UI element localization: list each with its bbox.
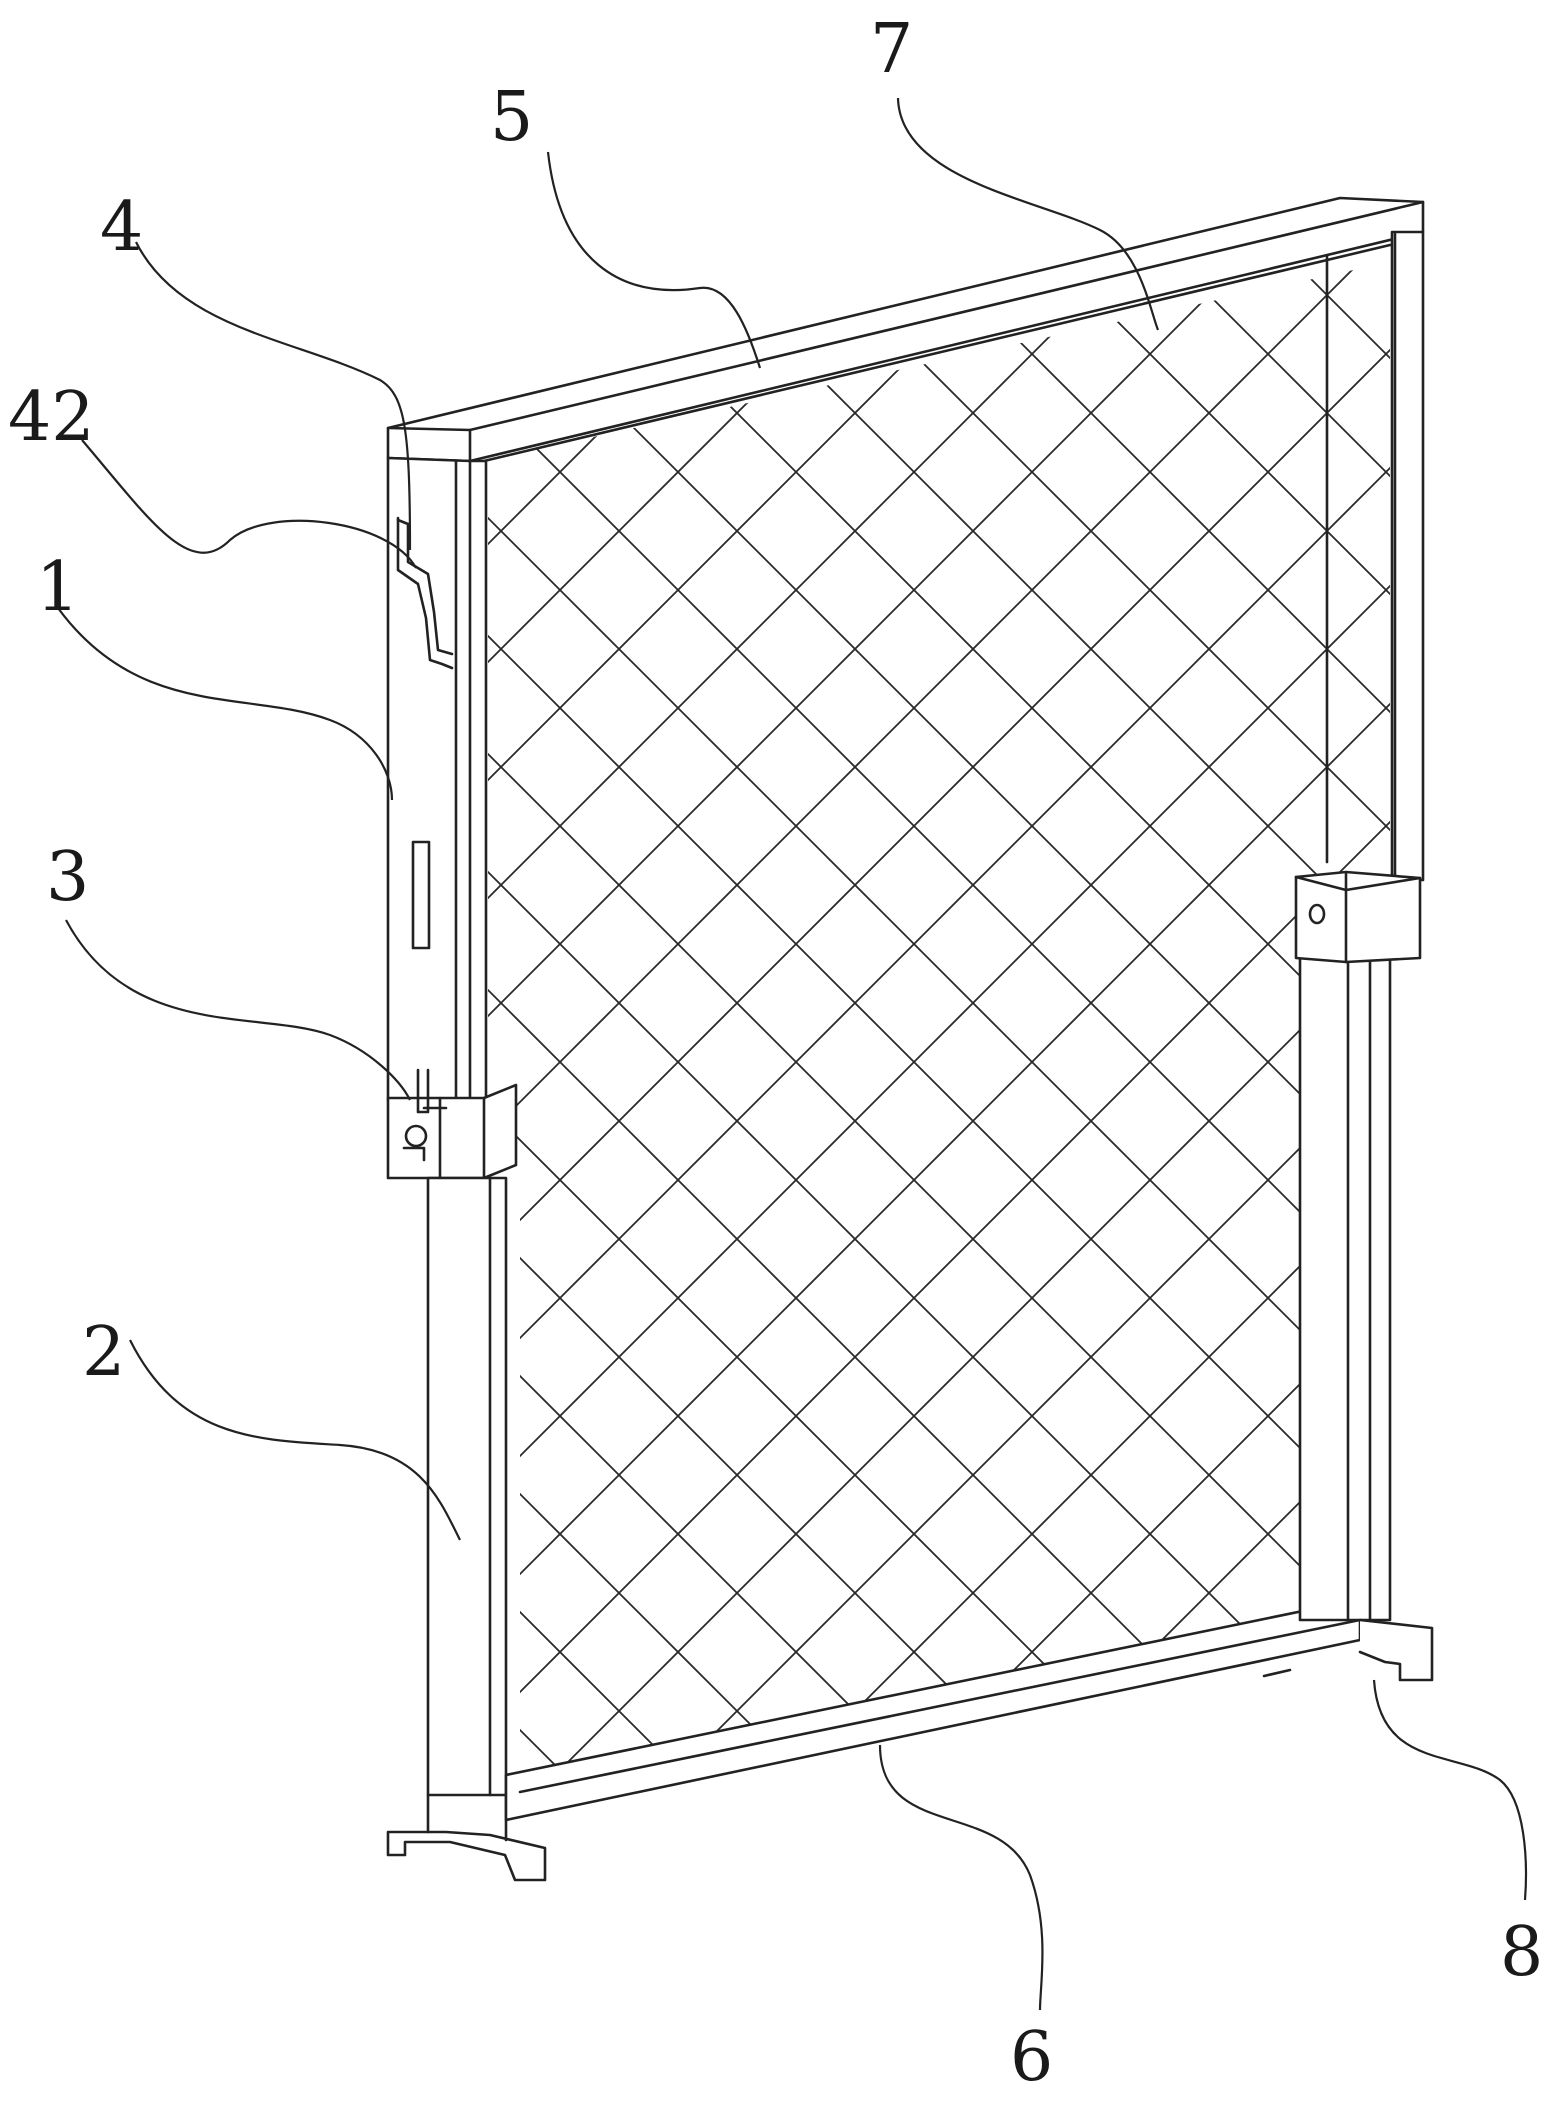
left-upper-post: [386, 456, 488, 1102]
callout-2: 2: [82, 1313, 125, 1392]
leader-lines: [57, 97, 1528, 2011]
top-rail: [386, 196, 1425, 463]
mesh-wire: [488, 262, 1390, 1795]
mesh-wire: [0, 0, 206, 2103]
mesh-wire: [488, 262, 1390, 1795]
callout-labels: 5 7 4 42 1 3 2 6 8: [8, 10, 1543, 2097]
callout-7: 7: [870, 10, 913, 89]
callout-4: 4: [100, 188, 143, 267]
mesh-wire: [488, 262, 894, 1795]
mesh-wire: [0, 0, 303, 2103]
mesh-wire: [1407, 0, 1564, 2103]
callout-1: 1: [36, 548, 79, 627]
callout-8: 8: [1500, 1913, 1543, 1992]
mesh-wire: [1031, 262, 1390, 1795]
mesh-wire: [0, 0, 442, 2103]
callout-3: 3: [46, 838, 89, 917]
mesh-wire: [488, 262, 1390, 1795]
mesh-wire: [698, 262, 1390, 1795]
callout-42: 42: [8, 378, 95, 457]
mesh-wire: [677, 262, 1390, 1795]
mesh-wire: [0, 0, 88, 2103]
mesh-wire: [488, 262, 1390, 1795]
mesh-wire: [488, 262, 1387, 1795]
callout-6: 6: [1010, 2018, 1053, 2097]
mesh-wire: [0, 0, 421, 2103]
mesh-wire: [488, 262, 1390, 1795]
mesh-wire: [0, 0, 324, 2103]
right-collar: [1294, 870, 1422, 964]
callout-5: 5: [490, 78, 533, 157]
mesh-wire: [1504, 0, 1564, 2103]
right-lower-post: [1298, 956, 1434, 1682]
clamp-collar: [386, 1068, 518, 1180]
mesh-wire: [913, 262, 1390, 1795]
mesh-wire: [795, 262, 1390, 1795]
bottom-rail: [504, 1603, 1362, 1822]
right-upper-post: [1325, 230, 1425, 882]
